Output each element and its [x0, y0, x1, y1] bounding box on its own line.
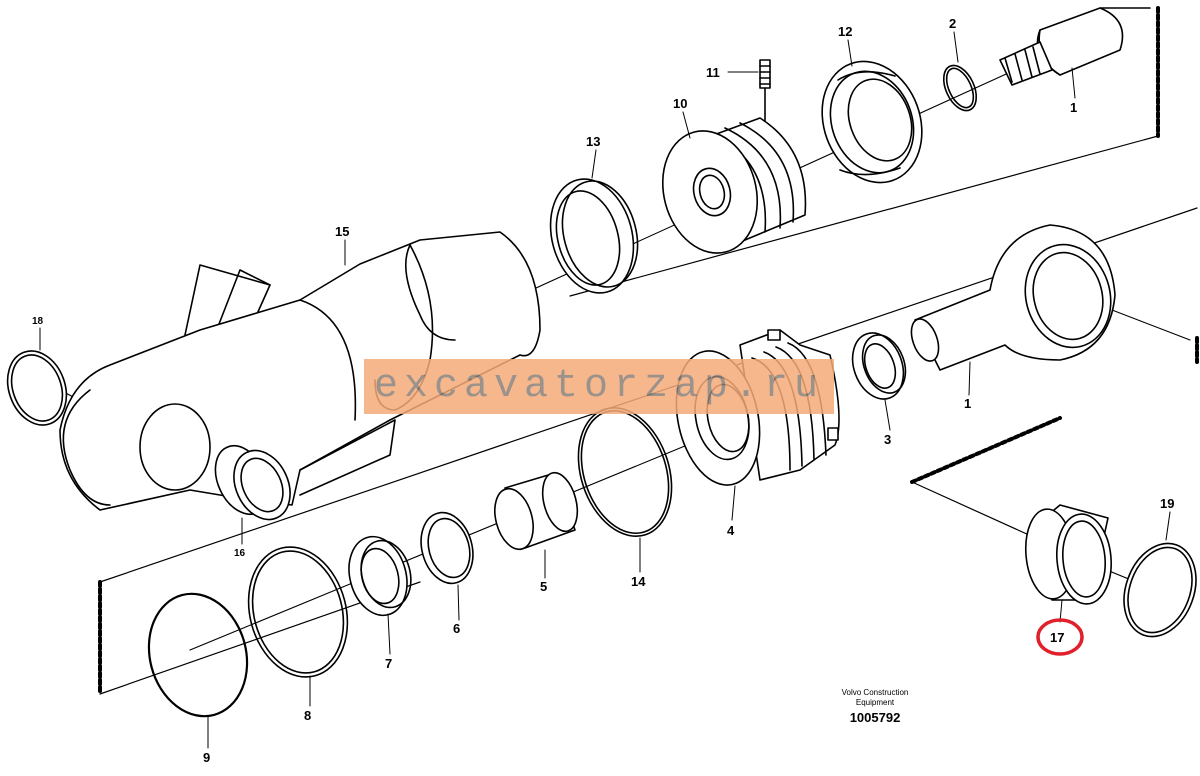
credit-line-1: Volvo Construction	[841, 688, 909, 697]
callout-5: 5	[540, 579, 547, 594]
callout-1-upper: 1	[1070, 100, 1077, 115]
callout-16: 16	[234, 548, 246, 559]
highlight-circle-17	[1036, 618, 1084, 656]
watermark-banner: excavatorzap.ru	[364, 359, 834, 414]
part-8-ring	[247, 546, 349, 678]
callout-1-lower: 1	[964, 396, 971, 411]
callout-10: 10	[673, 96, 687, 111]
part-18-ring	[6, 350, 68, 426]
part-19-ring	[1123, 542, 1197, 638]
callout-12: 12	[838, 24, 852, 39]
callout-4: 4	[727, 523, 735, 538]
manufacturer-credit: Volvo Construction Equipment	[820, 688, 930, 708]
part-1-rod-end	[999, 7, 1151, 86]
part-14-o-ring	[577, 406, 673, 538]
credit-line-2: Equipment	[855, 698, 895, 707]
callout-15: 15	[335, 224, 349, 239]
callout-2: 2	[949, 16, 956, 31]
part-5-bushing	[494, 471, 579, 551]
callout-17: 17	[1050, 630, 1064, 645]
part-11-set-screw	[759, 59, 771, 123]
callout-11: 11	[706, 65, 720, 80]
callout-9: 9	[203, 750, 210, 765]
document-number: 1005792	[849, 710, 901, 725]
callout-13: 13	[586, 134, 600, 149]
leader-lines	[39, 31, 1171, 749]
part-9-o-ring	[147, 592, 249, 718]
callout-8: 8	[304, 708, 311, 723]
part-10-piston	[661, 117, 807, 254]
part-16-bushing	[214, 445, 291, 521]
part-17-bushing	[1024, 504, 1112, 605]
callout-14: 14	[631, 574, 646, 589]
part-1-rod-eye	[910, 224, 1116, 371]
part-12-seal-ring	[821, 60, 923, 184]
callout-7: 7	[385, 656, 392, 671]
part-15-cylinder-tube	[59, 231, 541, 511]
callout-18: 18	[32, 316, 44, 327]
callout-3: 3	[884, 432, 891, 447]
dashed-group-boundary	[98, 6, 1199, 696]
callout-6: 6	[453, 621, 460, 636]
part-7-wiper	[348, 535, 412, 617]
callout-labels: 1 2 12 11 10 13 15 18 1 3 4 14 5 6 7 8 9…	[32, 16, 1174, 765]
part-13-wear-ring	[549, 178, 639, 294]
part-6-seal	[420, 511, 474, 585]
part-2-o-ring	[942, 64, 978, 112]
part-3-bushing	[851, 332, 907, 400]
callout-19: 19	[1160, 496, 1174, 511]
